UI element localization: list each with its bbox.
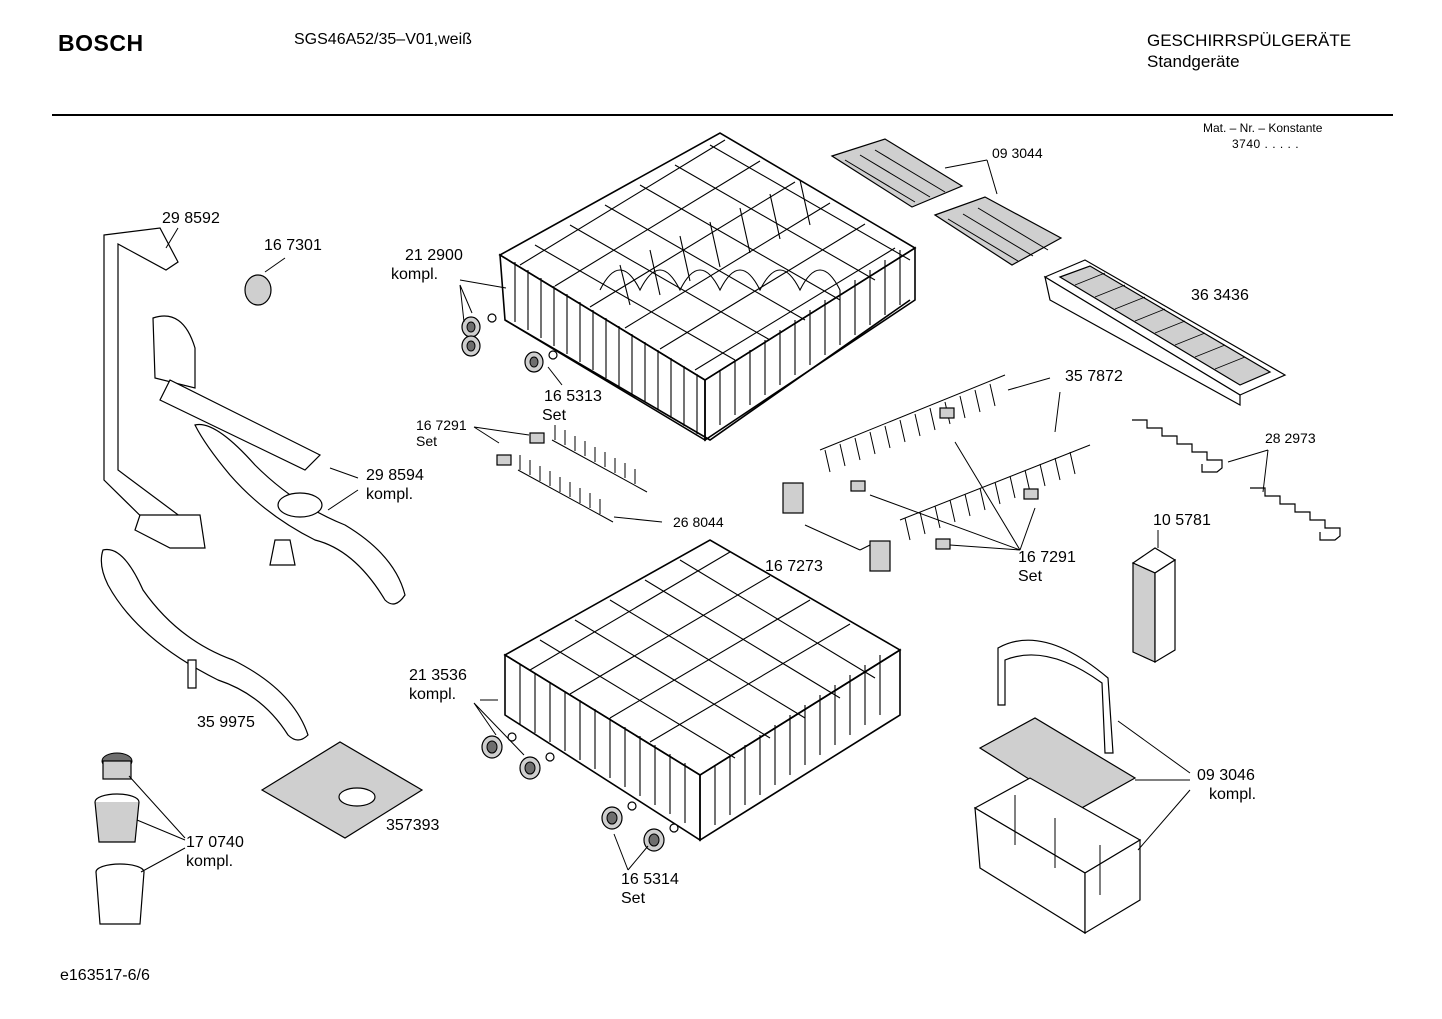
part-number: 09 3046 bbox=[1197, 767, 1255, 784]
part-label-35-9975: 35 9975 bbox=[197, 713, 255, 732]
model-number: SGS46A52/35–V01,weiß bbox=[294, 31, 472, 48]
part-label-16-7291-upper: 16 7291 Set bbox=[416, 417, 467, 449]
mat-nr-value: 3740 . . . . . bbox=[1232, 137, 1300, 151]
filter-assembly-drawing bbox=[94, 752, 145, 925]
part-number: 16 7301 bbox=[264, 237, 322, 254]
part-note: Set bbox=[416, 433, 438, 449]
part-number: 16 5313 bbox=[544, 388, 602, 405]
part-note: kompl. bbox=[409, 686, 457, 703]
part-number: 16 5314 bbox=[621, 871, 679, 888]
part-number: 29 8594 bbox=[366, 467, 424, 484]
part-number: 26 8044 bbox=[673, 514, 724, 530]
part-note: kompl. bbox=[391, 266, 439, 283]
part-number: 10 5781 bbox=[1153, 512, 1211, 529]
brand-logo: BOSCH bbox=[58, 30, 144, 56]
cutlery-basket-drawing bbox=[973, 639, 1142, 935]
part-label-21-3536: 21 3536 kompl. bbox=[409, 666, 467, 704]
part-label-26-8044: 26 8044 bbox=[673, 514, 724, 530]
lower-spray-arm-drawing bbox=[100, 548, 309, 741]
upper-basket-wheels-drawing bbox=[461, 313, 558, 373]
part-number: 16 7273 bbox=[765, 558, 823, 575]
cutlery-tray-drawing bbox=[1043, 259, 1287, 407]
part-number: 21 2900 bbox=[405, 247, 463, 264]
part-label-09-3044: 09 3044 bbox=[992, 145, 1043, 161]
cutlery-insert-drawing bbox=[1131, 547, 1177, 664]
part-label-16-7291-lower: 16 7291 Set bbox=[1018, 548, 1076, 586]
part-number: 35 9975 bbox=[197, 714, 255, 731]
part-label-28-2973: 28 2973 bbox=[1265, 430, 1316, 446]
part-number: 16 7291 bbox=[1018, 549, 1076, 566]
clips-drawing bbox=[496, 407, 1039, 572]
part-label-16-5313: 16 5313 Set bbox=[542, 387, 602, 425]
knife-rack-drawing bbox=[1132, 419, 1341, 541]
part-label-29-8594: 29 8594 kompl. bbox=[366, 466, 424, 504]
upper-spray-arm-drawing bbox=[194, 423, 406, 605]
part-label-16-7273: 16 7273 bbox=[765, 557, 823, 576]
part-number: 09 3044 bbox=[992, 145, 1043, 161]
part-label-16-7301: 16 7301 bbox=[264, 236, 322, 255]
part-number: 36 3436 bbox=[1191, 287, 1249, 304]
part-note: kompl. bbox=[1209, 786, 1257, 803]
diagram-id: e163517-6/6 bbox=[60, 967, 150, 984]
category-title: GESCHIRRSPÜLGERÄTE bbox=[1147, 31, 1352, 50]
upper-basket-drawing bbox=[498, 132, 917, 442]
part-label-29-8592: 29 8592 bbox=[162, 209, 220, 228]
part-note: Set bbox=[1018, 568, 1043, 585]
spray-arm-assembly-drawing bbox=[103, 227, 322, 549]
part-number: 16 7291 bbox=[416, 417, 467, 433]
sump-cover-plate-drawing bbox=[260, 741, 424, 839]
part-number: 21 3536 bbox=[409, 667, 467, 684]
header-divider bbox=[52, 114, 1393, 116]
part-number: 17 0740 bbox=[186, 834, 244, 851]
cup-rack-drawing bbox=[830, 138, 1063, 266]
part-label-09-3046: 09 3046 kompl. bbox=[1197, 766, 1256, 804]
part-note: kompl. bbox=[366, 486, 414, 503]
subcategory-title: Standgeräte bbox=[1147, 52, 1240, 71]
part-note: Set bbox=[542, 407, 567, 424]
mat-nr-label: Mat. – Nr. – Konstante bbox=[1203, 121, 1323, 135]
part-note: kompl. bbox=[186, 853, 234, 870]
part-label-357393: 357393 bbox=[386, 816, 439, 835]
part-label-21-2900: 21 2900 kompl. bbox=[391, 246, 463, 284]
part-label-10-5781: 10 5781 bbox=[1153, 511, 1211, 530]
leader-lines bbox=[128, 159, 1269, 873]
part-number: 357393 bbox=[386, 817, 440, 834]
lower-basket-wheels-drawing bbox=[481, 732, 679, 852]
part-label-17-0740: 17 0740 kompl. bbox=[186, 833, 244, 871]
part-label-16-5314: 16 5314 Set bbox=[621, 870, 679, 908]
tine-rows-drawing bbox=[517, 374, 1091, 541]
lower-basket-drawing bbox=[503, 539, 902, 842]
part-number: 35 7872 bbox=[1065, 368, 1123, 385]
part-label-35-7872: 35 7872 bbox=[1065, 367, 1123, 386]
part-number: 28 2973 bbox=[1265, 430, 1316, 446]
part-label-36-3436: 36 3436 bbox=[1191, 286, 1249, 305]
part-note: Set bbox=[621, 890, 646, 907]
part-number: 29 8592 bbox=[162, 210, 220, 227]
